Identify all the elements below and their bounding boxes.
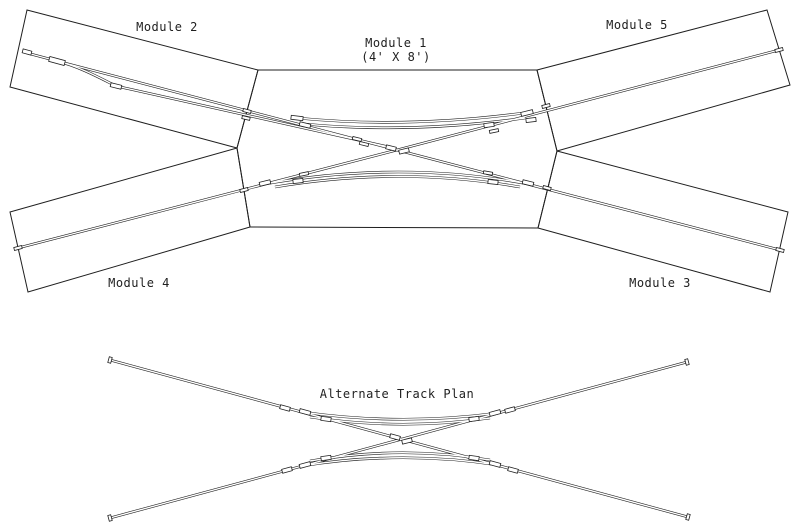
module-3-label: Module 3	[629, 276, 691, 290]
turnout-marker	[107, 356, 113, 364]
turnout-marker	[281, 466, 293, 474]
module-5-outline	[536, 9, 791, 152]
turnout-marker	[385, 144, 397, 152]
turnout-marker	[298, 461, 312, 469]
module-1-label: Module 1	[365, 36, 427, 50]
turnout-marker	[290, 114, 304, 122]
turnout-marker	[685, 513, 691, 521]
module-outlines	[9, 9, 791, 293]
module-2-label: Module 2	[136, 20, 198, 34]
turnout-marker	[468, 415, 480, 423]
turnout-marker	[292, 178, 304, 184]
turnout-marker	[398, 147, 410, 155]
turnout-marker	[482, 170, 494, 176]
turnout-marker	[520, 109, 534, 117]
turnout-marker	[542, 185, 552, 191]
turnout-marker	[13, 245, 23, 251]
module-4-outline	[9, 147, 251, 293]
turnout-marker	[258, 179, 272, 187]
turnout-marker	[21, 48, 33, 56]
turnout-marker	[320, 454, 332, 462]
turnout-marker	[488, 409, 502, 417]
module-3-outline	[537, 150, 789, 293]
turnout-marker	[774, 47, 784, 53]
turnout-marker	[109, 82, 123, 90]
module-5-label: Module 5	[606, 18, 668, 32]
turnout-marker	[358, 140, 370, 148]
turnout-marker	[541, 103, 551, 109]
turnout-marker	[684, 358, 690, 366]
turnout-marker	[488, 128, 500, 134]
turnout-marker	[521, 179, 535, 187]
turnout-marker	[468, 454, 480, 462]
turnout-marker	[351, 135, 363, 143]
turnout-marker	[504, 406, 516, 414]
turnout-marker	[241, 115, 251, 121]
labels: Module 1 (4' X 8') Module 2 Module 5 Mod…	[108, 18, 691, 401]
module-2-outline	[9, 9, 259, 149]
turnout-marker	[488, 460, 502, 468]
turnout-marker	[279, 404, 291, 412]
turnout-marker	[401, 437, 413, 445]
turnout-marker	[507, 466, 519, 474]
turnout-marker	[48, 56, 66, 66]
track-markers-alternate	[107, 356, 691, 522]
module-4-label: Module 4	[108, 276, 170, 290]
turnout-marker	[242, 108, 252, 114]
turnout-marker	[775, 247, 785, 253]
turnout-marker	[298, 171, 310, 177]
turnout-marker	[298, 408, 312, 416]
module-1-size-label: (4' X 8')	[361, 50, 431, 64]
track-markers-main	[13, 47, 785, 253]
turnout-marker	[298, 121, 312, 129]
turnout-marker	[487, 179, 499, 185]
turnout-marker	[107, 514, 113, 522]
turnout-marker	[320, 415, 332, 423]
turnout-marker	[525, 116, 537, 124]
turnout-marker	[239, 187, 249, 193]
turnout-marker	[389, 433, 401, 441]
turnout-marker	[483, 121, 495, 129]
alternate-plan-title: Alternate Track Plan	[320, 387, 475, 401]
